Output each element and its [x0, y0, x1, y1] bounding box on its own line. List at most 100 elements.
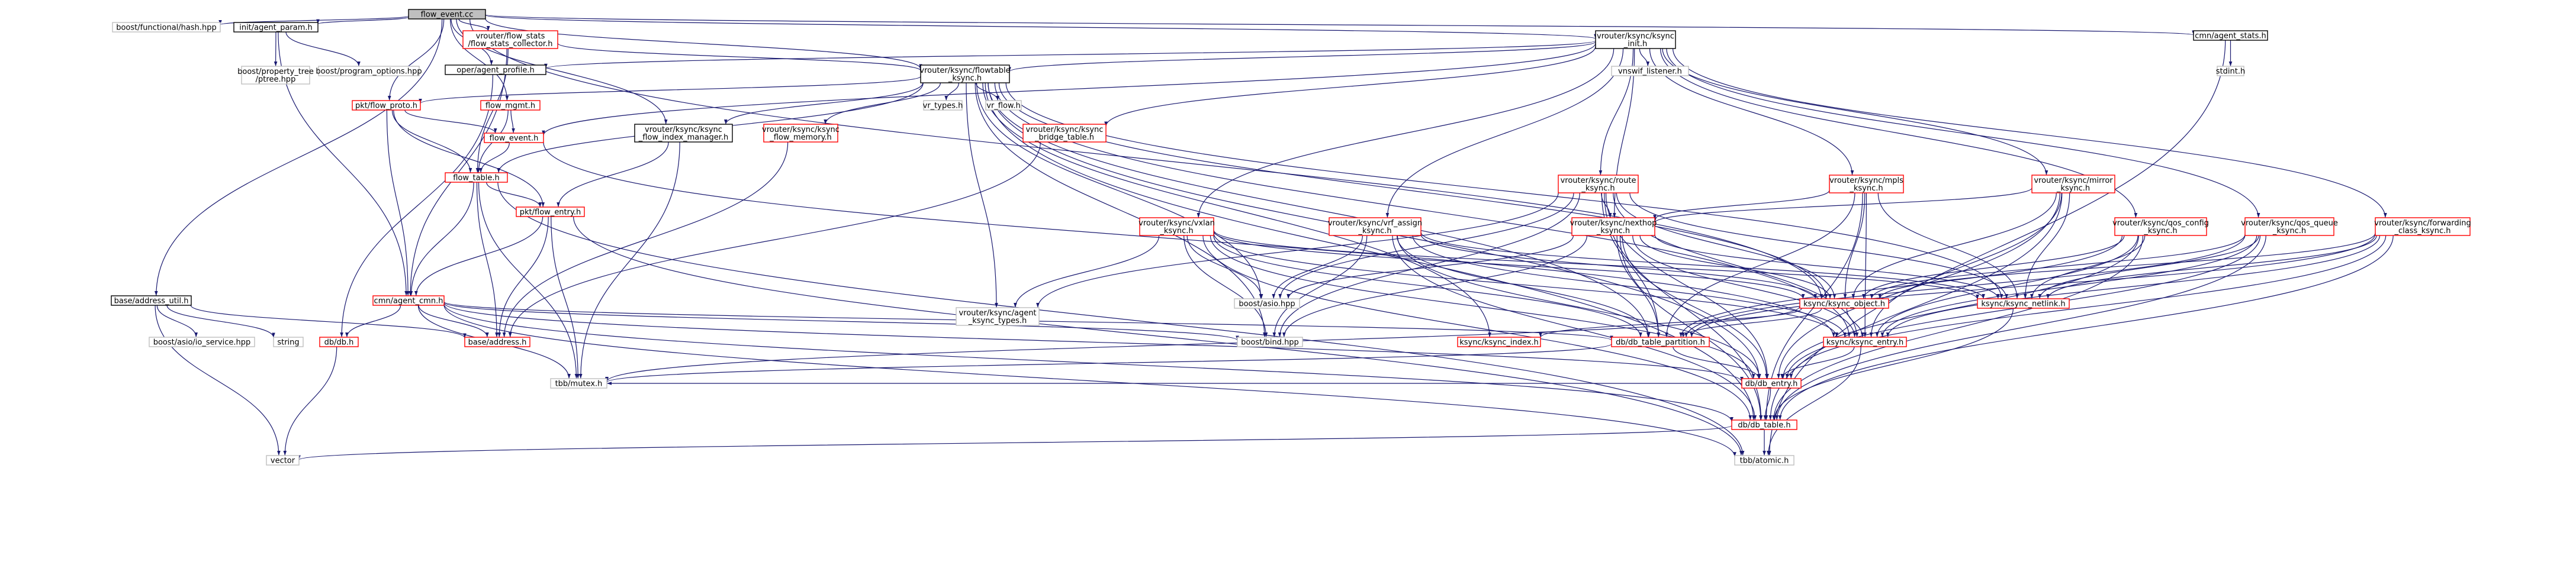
- node-ksync-entry[interactable]: ksync/ksync_entry.h: [1823, 337, 1907, 347]
- node-vr-flow[interactable]: vr_flow.h: [985, 100, 1022, 111]
- edge-vxlan-ksync-to-boost-asio: [1186, 235, 1263, 299]
- node-agent-stats[interactable]: cmn/agent_stats.h: [2193, 30, 2268, 41]
- edge-ksync-init-to-fwd-class: [1673, 48, 2387, 218]
- edge-flowtable-ksync-to-flow-index-manager: [724, 82, 924, 125]
- node-flow-mgmt[interactable]: flow_mgmt.h: [480, 100, 541, 111]
- node-ksync-object[interactable]: ksync/ksync_object.h: [1799, 298, 1889, 309]
- node-boost-asio[interactable]: boost/asio.hpp: [1234, 298, 1300, 309]
- node-box: [920, 64, 1010, 83]
- node-db-entry[interactable]: db/db_entry.h: [1741, 378, 1802, 389]
- edge-ksync-entry-to-tbb-atomic: [1767, 346, 1861, 456]
- edge-flow-index-manager-to-tbb-mutex: [579, 141, 680, 379]
- node-flow-memory[interactable]: vrouter/ksync/ksync_flow_memory.h: [762, 124, 840, 143]
- node-label: vrouter/ksync/qos_queue: [2241, 219, 2338, 228]
- node-pkt-flow-entry[interactable]: pkt/flow_entry.h: [516, 206, 585, 217]
- edge-mirror-ksync-to-db-entry: [1777, 192, 2060, 379]
- node-tbb-mutex[interactable]: tbb/mutex.h: [550, 378, 607, 389]
- node-db-table-partition[interactable]: db/db_table_partition.h: [1611, 337, 1710, 347]
- node-stdint[interactable]: stdint.h: [2216, 66, 2245, 76]
- node-vr-types[interactable]: vr_types.h: [923, 100, 963, 111]
- node-box: [372, 295, 445, 306]
- node-agent-param[interactable]: init/agent_param.h: [233, 22, 319, 33]
- node-db-table[interactable]: db/db_table.h: [1731, 419, 1797, 430]
- edge-mpls-ksync-to-ksync-object: [1843, 192, 1866, 299]
- node-box: [1234, 298, 1300, 309]
- node-label: _ksync.h: [1159, 227, 1193, 235]
- node-flow-table[interactable]: flow_table.h: [445, 172, 508, 183]
- node-label: pkt/flow_entry.h: [520, 208, 581, 217]
- node-label: _flow_memory.h: [769, 133, 832, 142]
- node-string[interactable]: string: [273, 337, 304, 347]
- edge-ksync-netlink-to-db-table: [1773, 308, 2014, 421]
- node-agent-ksync-types[interactable]: vrouter/ksync/agent_ksync_types.h: [956, 307, 1040, 326]
- node-fss-collector[interactable]: vrouter/flow_stats/flow_stats_collector.…: [462, 30, 558, 49]
- node-label: _class_ksync.h: [2394, 227, 2450, 235]
- node-ksync-netlink[interactable]: ksync/ksync_netlink.h: [1977, 298, 2070, 309]
- node-io-service[interactable]: boost/asio/io_service.hpp: [149, 337, 255, 347]
- node-tbb-atomic[interactable]: tbb/atomic.h: [1734, 455, 1794, 466]
- node-box: [923, 100, 963, 111]
- node-route-ksync[interactable]: vrouter/ksync/route_ksync.h: [1558, 175, 1639, 193]
- node-vnsw-listener[interactable]: vnswif_listener.h: [1611, 66, 1689, 76]
- node-flowtable-ksync[interactable]: vrouter/ksync/flowtable_ksync.h: [919, 64, 1011, 83]
- node-boost-bind[interactable]: boost/bind.hpp: [1237, 337, 1303, 347]
- node-db-h[interactable]: db/db.h: [319, 337, 359, 347]
- node-bridge-table[interactable]: vrouter/ksync/ksync_bridge_table.h: [1022, 124, 1107, 143]
- node-box: [2193, 30, 2268, 41]
- edge-vrf-assign-to-ksync-entry: [1412, 235, 1847, 338]
- edge-pkt-flow-proto-to-pkt-flow-entry: [393, 109, 545, 208]
- edge-vrf-assign-to-db-entry: [1397, 235, 1761, 379]
- node-functional-hash[interactable]: boost/functional/hash.hpp: [112, 22, 221, 33]
- edge-pkt-flow-proto-to-agent-cmn: [386, 109, 410, 296]
- node-mirror-ksync[interactable]: vrouter/ksync/mirror_ksync.h: [2031, 175, 2115, 193]
- edge-nexthop-ksync-to-db-entry: [1622, 235, 1768, 379]
- node-base-address[interactable]: base/address.h: [464, 337, 530, 347]
- node-fwd-class[interactable]: vrouter/ksync/forwarding_class_ksync.h: [2374, 217, 2471, 236]
- edge-nexthop-ksync-to-db-table: [1619, 235, 1763, 421]
- node-box: [1799, 298, 1889, 309]
- node-box: [763, 124, 838, 143]
- node-box: [985, 100, 1022, 111]
- node-vrf-assign[interactable]: vrouter/ksync/vrf_assign_ksync.h: [1328, 217, 1422, 236]
- edge-address-util-to-string: [166, 305, 275, 338]
- node-flow-event-h[interactable]: flow_event.h: [484, 133, 544, 143]
- edge-agent-cmn-to-db-table: [443, 304, 1734, 422]
- node-qos-config[interactable]: vrouter/ksync/qos_config_ksync.h: [2112, 217, 2209, 236]
- edge-fwd-class-to-db-entry: [1789, 235, 2387, 379]
- edge-nexthop-ksync-to-ksync-netlink: [1654, 234, 2000, 299]
- edge-nexthop-ksync-to-boost-asio: [1287, 235, 1574, 299]
- node-nexthop-ksync[interactable]: vrouter/ksync/nexthop_ksync.h: [1570, 217, 1657, 236]
- node-pkt-flow-proto[interactable]: pkt/flow_proto.h: [352, 100, 421, 111]
- node-ksync-index[interactable]: ksync/ksync_index.h: [1457, 337, 1541, 347]
- node-agent-cmn[interactable]: cmn/agent_cmn.h: [372, 295, 445, 306]
- edge-qos-config-to-db-entry: [1781, 235, 2139, 379]
- node-label: _ksync.h: [948, 74, 982, 83]
- node-program-options[interactable]: boost/program_options.hpp: [316, 66, 422, 76]
- node-agent-profile[interactable]: oper/agent_profile.h: [445, 64, 546, 75]
- edge-root-to-ksync-init: [485, 14, 1597, 40]
- edge-flowtable-ksync-to-ksync-index: [982, 82, 1491, 338]
- edge-qos-config-to-ksync-entry: [1875, 235, 2138, 338]
- node-box: [2244, 217, 2334, 236]
- node-vxlan-ksync[interactable]: vrouter/ksync/vxlan_ksync.h: [1139, 217, 1215, 236]
- node-box: [273, 337, 304, 347]
- node-box: [445, 172, 508, 183]
- node-box: [2217, 66, 2244, 76]
- node-label: _ksync_types.h: [968, 317, 1027, 325]
- node-box: [1731, 419, 1797, 430]
- node-mpls-ksync[interactable]: vrouter/ksync/mpls_ksync.h: [1829, 175, 1904, 193]
- edge-mpls-ksync-to-ksync-entry: [1863, 192, 1867, 338]
- edge-flow-table-to-base-address: [476, 182, 499, 338]
- node-label: ksync/ksync_entry.h: [1826, 338, 1904, 347]
- node-ksync-init[interactable]: vrouter/ksync/ksync_init.h: [1595, 30, 1676, 49]
- node-qos-queue[interactable]: vrouter/ksync/qos_queue_ksync.h: [2241, 217, 2338, 236]
- node-root[interactable]: flow_event.cc: [408, 9, 486, 20]
- edge-ksync-init-to-qos-queue: [1666, 48, 2260, 218]
- edge-mirror-ksync-to-nexthop-ksync: [1653, 187, 2033, 224]
- node-vector[interactable]: vector: [266, 455, 300, 466]
- edge-root-to-functional-hash: [218, 15, 409, 25]
- node-flow-index-manager[interactable]: vrouter/ksync/ksync_flow_index_manager.h: [634, 124, 733, 143]
- edge-flowtable-ksync-to-boost-asio: [976, 82, 1263, 299]
- node-address-util[interactable]: base/address_util.h: [111, 295, 192, 306]
- node-property-tree[interactable]: boost/property_tree/ptree.hpp: [237, 66, 314, 85]
